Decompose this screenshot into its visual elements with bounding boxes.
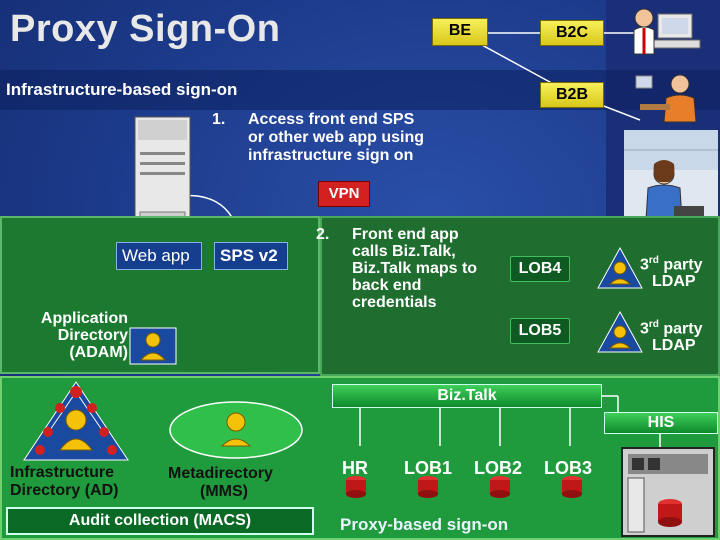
b2c-label: B2C	[555, 24, 588, 41]
web-app-node	[116, 242, 202, 270]
b2b-node: B2B	[540, 82, 604, 108]
be-label: BE	[448, 22, 472, 39]
lob3-label: LOB3	[544, 458, 593, 478]
adam-line1: Application	[40, 310, 128, 327]
lob4-label: LOB4	[518, 260, 562, 277]
ldap-1-icon	[597, 246, 643, 289]
mms-line2: (MMS)	[200, 483, 248, 500]
page-title: Proxy Sign-On	[10, 8, 281, 50]
step1-number: 1.	[212, 111, 226, 128]
lob5-node: LOB5	[510, 318, 570, 344]
step1-line1: Access front end SPS	[248, 111, 415, 128]
person-reading-icon	[624, 130, 718, 230]
ad-line1: Infrastructure	[10, 464, 115, 481]
ldap2-num: 3	[640, 320, 649, 338]
biztalk-bar: Biz.Talk	[332, 384, 602, 408]
subtitle: Infrastructure-based sign-on	[6, 80, 238, 99]
step1-line2: or other web app using	[248, 129, 425, 146]
adam-line3: (ADAM)	[69, 344, 128, 361]
sps-node	[214, 242, 288, 270]
ldap2-sup: rd	[648, 319, 659, 330]
ldap-1-label: 3rd party LDAP	[640, 252, 702, 290]
lob4-node: LOB4	[510, 256, 570, 282]
lob5-label: LOB5	[518, 322, 562, 339]
proxy-based-label: Proxy-based sign-on	[340, 515, 509, 534]
b2b-label: B2B	[555, 86, 588, 103]
adam-line2: Directory	[57, 327, 128, 344]
step2-line4: back end	[352, 277, 422, 294]
vpn-label: VPN	[328, 185, 360, 202]
macs-label: Audit collection (MACS)	[68, 512, 252, 529]
hr-database-icon	[346, 476, 366, 498]
step2-line2: calls Biz.Talk,	[352, 243, 456, 260]
lob2-database-icon	[490, 476, 510, 498]
his-label: HIS	[647, 414, 675, 431]
vpn-badge: VPN	[318, 181, 370, 207]
step2-number: 2.	[316, 226, 330, 243]
lob3-database-icon	[562, 476, 582, 498]
web-app-label: Web app	[122, 246, 190, 265]
lob1-label: LOB1	[404, 458, 453, 478]
step2-line3: Biz.Talk maps to	[352, 260, 478, 277]
sps-label: SPS v2	[220, 246, 278, 265]
step2-line1: Front end app	[352, 226, 459, 243]
ldap2-ldap: LDAP	[652, 337, 696, 355]
be-node: BE	[432, 18, 488, 46]
ldap2-party: party	[658, 320, 703, 338]
biztalk-label: Biz.Talk	[437, 387, 497, 404]
backend-region	[320, 216, 720, 376]
mms-line1: Metadirectory	[168, 465, 273, 482]
lob2-label: LOB2	[474, 458, 523, 478]
person-working-icon	[635, 74, 697, 123]
ldap1-num: 3	[640, 256, 649, 274]
mainframe-icon	[621, 447, 715, 537]
person-at-computer-icon	[633, 8, 701, 55]
step2-line5: credentials	[352, 294, 437, 311]
ad-line2: Directory (AD)	[10, 482, 119, 499]
ldap1-sup: rd	[648, 255, 659, 266]
ldap-2-label: 3rd party LDAP	[640, 316, 702, 354]
ldap1-party: party	[658, 256, 703, 274]
macs-bar: Audit collection (MACS)	[6, 507, 314, 535]
b2c-node: B2C	[540, 20, 604, 46]
lob1-database-icon	[418, 476, 438, 498]
ldap1-ldap: LDAP	[652, 273, 696, 291]
adam-user-icon	[129, 327, 177, 365]
ad-tree-icon	[23, 381, 129, 461]
hr-label: HR	[342, 458, 368, 478]
ldap-2-icon	[597, 310, 643, 353]
mms-oval	[169, 401, 303, 459]
step1-line3: infrastructure sign on	[248, 147, 414, 164]
his-bar: HIS	[604, 412, 718, 434]
